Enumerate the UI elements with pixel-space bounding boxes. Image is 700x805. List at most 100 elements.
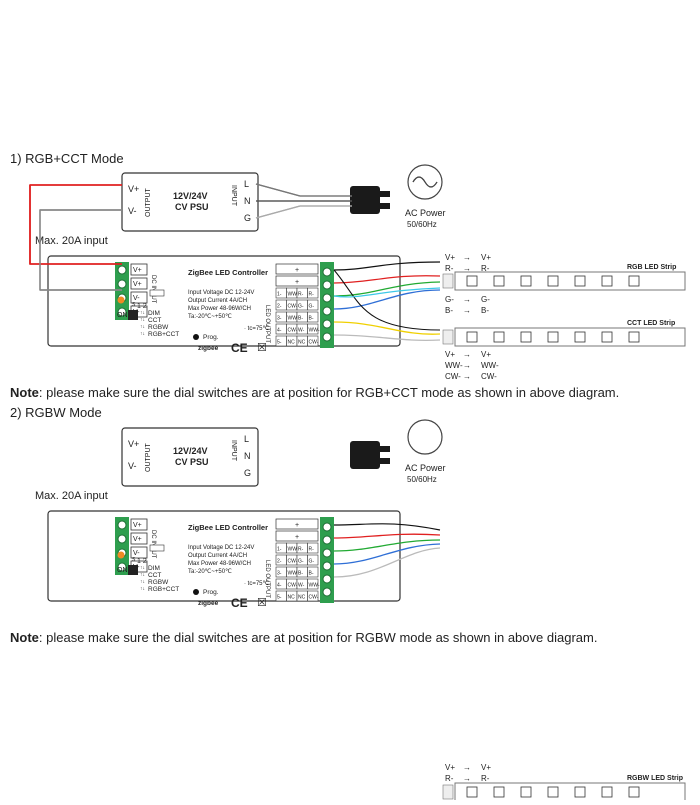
output-cell-label: NC [288, 340, 296, 346]
output-cell [307, 566, 319, 578]
switch-model-tag: S [132, 557, 136, 563]
ac-wire-G [255, 205, 352, 219]
plug-icon [350, 441, 380, 469]
arrow-icon: → [463, 295, 471, 304]
led-chip-icon [466, 331, 478, 343]
strip-connector-icon [442, 273, 454, 289]
input-terminal-label-box [130, 263, 148, 276]
spec-line-3: Ta:-20℃~+50℃ [188, 569, 232, 575]
arrow-icon: → [463, 774, 471, 783]
terminal-screw-icon [322, 293, 332, 303]
rgb-strip-bottom-left-0: G- [445, 295, 454, 304]
dc-plus-wire [29, 184, 122, 265]
arrow-icon: → [463, 253, 471, 262]
input-terminal-label: V+ [133, 281, 142, 288]
arrow-icon: → [463, 372, 471, 381]
psu-box [121, 427, 259, 487]
out-wire-cyan [333, 287, 441, 298]
output-cell-label: WW- [288, 547, 299, 553]
switch-icon [149, 544, 165, 552]
led-strip-1 [454, 327, 686, 347]
cct-strip-left-0: V+ [445, 350, 455, 359]
led-chip-icon [628, 331, 640, 343]
psu-output-label: OUTPUT [145, 188, 152, 218]
dip-switch-icon [128, 310, 138, 320]
output-cell-label: CW- [288, 559, 298, 565]
psu-N: N [244, 451, 251, 461]
terminal-screw-icon [322, 280, 332, 290]
output-cell [307, 287, 319, 299]
arrow-icon: → [463, 763, 471, 772]
controller-title: ZigBee LED Controller [188, 268, 268, 277]
dc-input-label: DC INPUT [150, 275, 156, 304]
switch-state-icon: ↑↓ [140, 579, 145, 585]
psu-G: G [244, 468, 251, 478]
out-wire-ww [333, 321, 441, 335]
output-cell-label: 5- [277, 595, 282, 601]
output-cell-label: 4- [277, 328, 282, 334]
terminal-screw-icon [117, 562, 127, 572]
output-cell-label: B- [309, 571, 314, 577]
out-wire-b [333, 289, 441, 310]
cct-strip-right-1: WW- [481, 361, 499, 370]
terminal-screw-icon [117, 279, 127, 289]
led-chip-icon [466, 786, 478, 798]
arrow-icon: → [463, 306, 471, 315]
output-cell-label: WW- [288, 292, 299, 298]
output-cell-label: NC [298, 595, 306, 601]
input-terminal-block [115, 262, 129, 320]
terminal-screw-icon [322, 561, 332, 571]
led-strip-0 [454, 271, 686, 291]
switch-state-icon: ↑↓ [140, 565, 145, 571]
out-wire-r [333, 275, 441, 284]
ac-power-label: AC Power [405, 463, 446, 473]
zigbee-logo: zigbee [198, 345, 219, 352]
psu-vplus: V+ [128, 184, 139, 194]
switch-numbers: 1 2 [137, 558, 147, 565]
output-cell-label: R- [298, 292, 304, 298]
ce-mark-icon: CE [231, 596, 248, 610]
mode-label-0: DIM [148, 310, 160, 317]
tc-label: · tc=75℃ [244, 581, 270, 587]
spec-line-1: Output Current 4A/CH [188, 553, 247, 559]
out-wire-w [333, 547, 441, 578]
note-label: Note [10, 630, 39, 645]
tc-label: · tc=75℃ [244, 326, 270, 332]
spec-line-0: Input Voltage DC 12-24V [188, 290, 254, 296]
psu-voltage: 12V/24V [173, 191, 208, 201]
terminal-screw-icon [322, 267, 332, 277]
terminal-screw-icon [322, 587, 332, 597]
output-cell-label: WW- [309, 583, 320, 589]
plug-prong-icon [380, 458, 390, 464]
spec-line-3: Ta:-20℃~+50℃ [188, 314, 232, 320]
switch-model-tag: S [132, 302, 136, 308]
out-wire-vplus [333, 261, 441, 271]
psu-box [121, 172, 259, 232]
strip-connector-icon [442, 784, 454, 800]
ac-wire-G [255, 205, 352, 219]
output-cell-label: CW- [309, 340, 319, 346]
switch-state-icon: ↑↓ [140, 324, 145, 330]
out-wire-vplus [333, 523, 441, 531]
output-cell-label: 3- [277, 571, 282, 577]
rgbw-strip-top-right-0: V+ [481, 763, 491, 772]
output-cell [307, 299, 319, 311]
psu-type: CV PSU [175, 202, 209, 212]
strip-name-0: RGB LED Strip [627, 264, 676, 271]
output-cell-label: W- [298, 328, 305, 334]
arrow-icon: → [463, 350, 471, 359]
switch-numbers: 1 2 [137, 303, 147, 310]
led-chip-icon [628, 275, 640, 287]
cct-strip-left-2: CW- [445, 372, 461, 381]
output-cell-label: R- [298, 547, 304, 553]
output-cell-label: R- [309, 292, 315, 298]
output-cell-label: CW- [288, 304, 298, 310]
dip-switch-icon [128, 565, 138, 575]
weee-bin-icon: ☒ [257, 342, 267, 354]
terminal-screw-icon [322, 332, 332, 342]
mode-label-2: RGBW [148, 324, 169, 331]
output-cell-label: CW- [288, 583, 298, 589]
output-cell-label: G- [309, 304, 315, 310]
